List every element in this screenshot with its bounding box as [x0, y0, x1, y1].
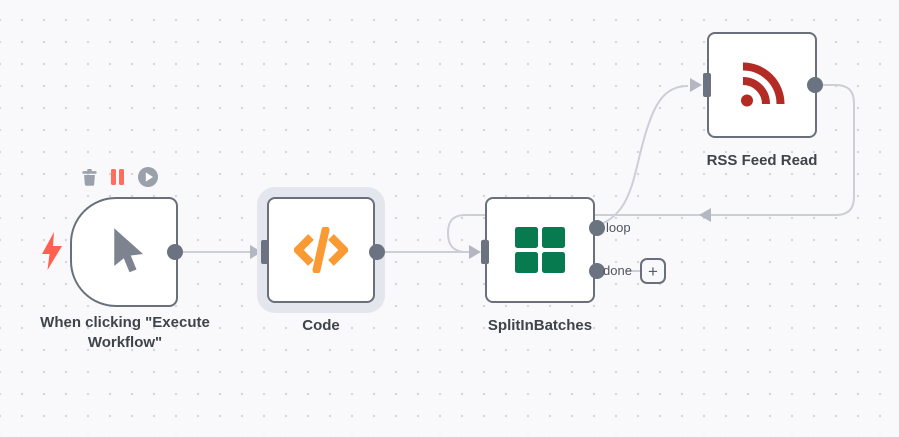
node-splitinbatches[interactable]	[485, 197, 595, 303]
plus-icon: +	[648, 261, 658, 281]
code-icon	[294, 227, 348, 273]
wire-rss-to-split[interactable]	[446, 84, 855, 253]
node-label-rss: RSS Feed Read	[706, 152, 818, 169]
trash-icon[interactable]	[82, 168, 97, 186]
port-label-loop: loop	[606, 220, 631, 235]
port-label-done: done	[603, 263, 632, 278]
arrow-into-split	[469, 245, 481, 259]
port-trigger-output[interactable]	[167, 244, 183, 260]
node-toolbar	[82, 167, 158, 187]
lightning-bolt-icon	[42, 232, 62, 275]
add-node-button[interactable]: +	[640, 258, 666, 284]
play-icon[interactable]	[138, 167, 158, 187]
node-code[interactable]	[267, 197, 375, 303]
split-batches-icon	[515, 227, 565, 273]
node-rss-feed-read[interactable]	[707, 32, 817, 138]
pause-icon[interactable]	[111, 169, 124, 185]
port-rss-output[interactable]	[807, 77, 823, 93]
port-split-input[interactable]	[481, 240, 489, 264]
port-code-output[interactable]	[369, 244, 385, 260]
arrow-return-left	[699, 208, 711, 222]
arrow-into-code	[250, 245, 262, 259]
node-label-code: Code	[302, 317, 340, 334]
port-split-output-done[interactable]	[589, 263, 605, 279]
node-label-splitinbatches: SplitInBatches	[487, 317, 593, 334]
port-split-output-loop[interactable]	[589, 220, 605, 236]
rss-icon	[741, 62, 785, 107]
node-trigger[interactable]	[70, 197, 178, 307]
arrow-into-rss	[690, 78, 702, 92]
node-label-trigger: When clicking "Execute Workflow"	[40, 314, 210, 351]
wire-split-loop-to-rss[interactable]	[598, 85, 689, 226]
cursor-icon	[114, 228, 143, 273]
port-rss-input[interactable]	[703, 73, 711, 97]
port-code-input[interactable]	[261, 240, 269, 264]
